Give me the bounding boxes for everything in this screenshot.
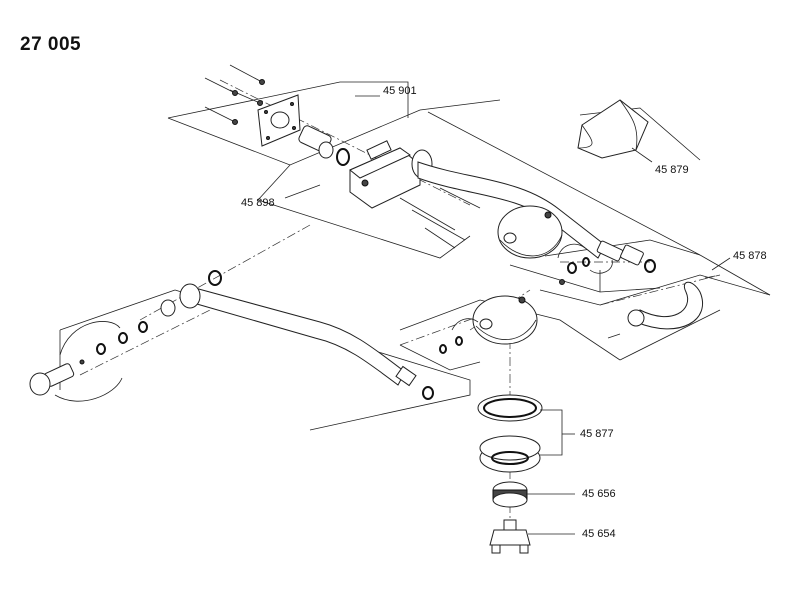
part-ref-45878: 45 878 xyxy=(733,250,767,262)
middle-shower-head xyxy=(439,295,538,354)
cover-cap xyxy=(577,99,649,159)
part-ref-45877: 45 877 xyxy=(580,428,614,440)
plate-screws xyxy=(204,64,265,125)
curved-handle xyxy=(607,275,716,339)
reference-leaders xyxy=(284,95,731,535)
drawing-title: 27 005 xyxy=(20,34,82,55)
part-ref-45898: 45 898 xyxy=(241,197,275,209)
part-ref-45901: 45 901 xyxy=(383,85,417,97)
nozzle-insert xyxy=(492,481,528,508)
lower-rings xyxy=(96,270,222,355)
part-ref-45879: 45 879 xyxy=(655,164,689,176)
upper-frame-lines xyxy=(167,81,771,296)
lower-arm-pipe xyxy=(179,283,434,400)
part-ref-45656: 45 656 xyxy=(582,488,616,500)
upper-shower-head xyxy=(497,205,563,259)
body-screws xyxy=(399,187,481,249)
lower-cartridge xyxy=(29,321,123,402)
middle-frame-lines xyxy=(59,274,771,431)
flow-regulator xyxy=(489,519,531,554)
upper-joint-parts xyxy=(557,240,656,285)
part-ref-45654: 45 654 xyxy=(582,528,616,540)
upper-arm-pipe xyxy=(417,161,606,259)
top-cartridge xyxy=(298,125,350,166)
wall-plate xyxy=(257,94,301,147)
spray-rings xyxy=(477,394,543,473)
